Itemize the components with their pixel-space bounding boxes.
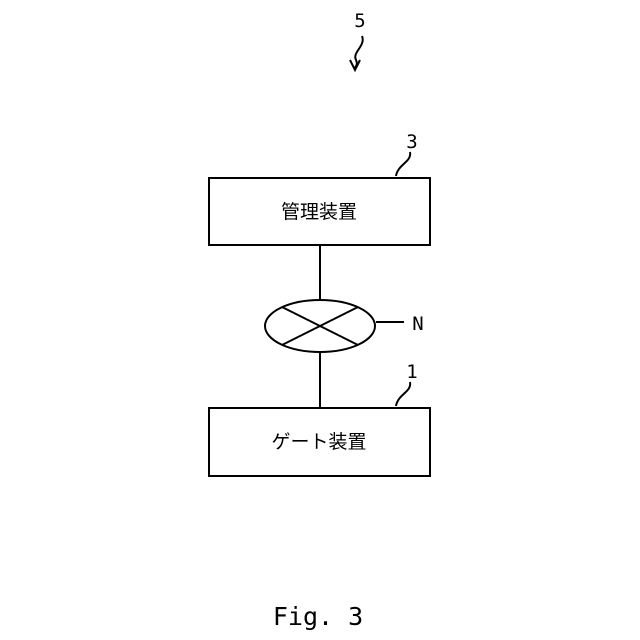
network-symbol	[265, 300, 375, 352]
ref-network-label: N	[412, 313, 423, 335]
ref-management-device-leader	[396, 152, 410, 176]
ref-overall-label: 5	[354, 10, 365, 32]
ref-overall-arrowhead	[350, 60, 360, 70]
management-device-label: 管理装置	[281, 201, 357, 223]
ref-gate-device: 1	[406, 361, 417, 383]
gate-device-label: ゲート装置	[271, 431, 366, 453]
ref-management-device: 3	[406, 131, 417, 153]
ref-gate-device-leader	[396, 382, 410, 406]
figure-caption: Fig. 3	[273, 602, 363, 631]
